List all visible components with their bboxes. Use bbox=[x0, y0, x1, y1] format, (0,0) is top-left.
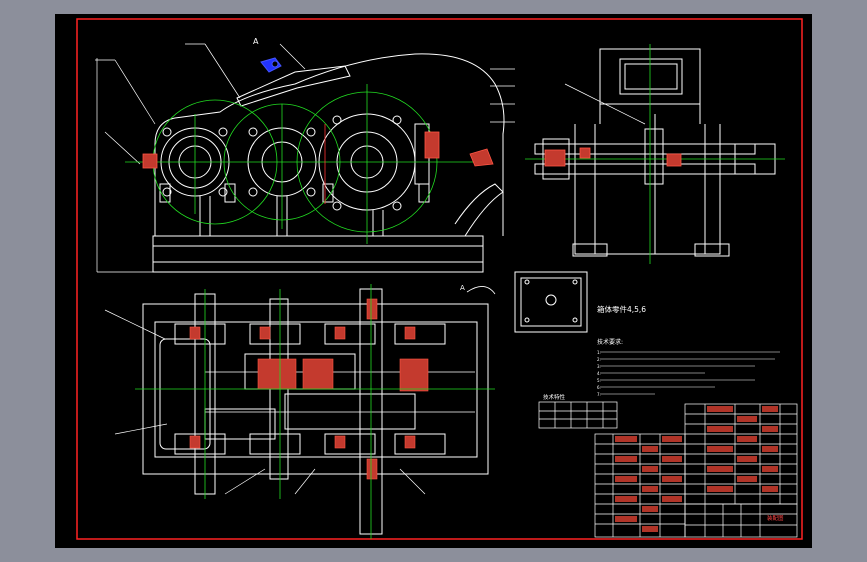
inspection-cover bbox=[236, 65, 351, 107]
parts-list-highlights bbox=[615, 406, 778, 532]
spec-table: 技术特性 bbox=[538, 393, 618, 429]
front-sections bbox=[142, 124, 494, 204]
parts-list bbox=[594, 403, 798, 538]
plan-centerlines bbox=[135, 284, 495, 539]
note-line: 5. bbox=[597, 378, 601, 383]
callout-a-label: A bbox=[253, 37, 259, 46]
side-sections bbox=[544, 147, 682, 167]
note-line: 3. bbox=[597, 364, 601, 369]
callout-part-a bbox=[260, 57, 282, 73]
note-line: 1. bbox=[597, 350, 601, 355]
note-line: 2. bbox=[597, 357, 601, 362]
drawing-canvas: A bbox=[76, 18, 803, 540]
plan-view bbox=[104, 288, 489, 535]
title-block bbox=[684, 503, 798, 538]
housing-parts-label: 箱体零件4,5,6 bbox=[597, 304, 646, 314]
side-view bbox=[534, 48, 776, 257]
note-line: 4. bbox=[597, 371, 601, 376]
view-marker-label: A bbox=[460, 284, 465, 292]
view-arrow bbox=[466, 286, 496, 295]
front-view bbox=[95, 43, 515, 273]
front-base bbox=[152, 235, 484, 273]
drawing-sheet[interactable]: A bbox=[55, 14, 812, 548]
sheet-frame bbox=[76, 18, 803, 540]
front-housing bbox=[154, 53, 505, 236]
technical-notes: 技术要求: 1. 2. 3. 4. 5. 6. 7. bbox=[597, 338, 780, 397]
note-line: 7. bbox=[597, 392, 601, 397]
plan-sections bbox=[189, 298, 429, 480]
title-stamp: 装配图 bbox=[767, 514, 784, 522]
notes-title: 技术要求: bbox=[597, 338, 623, 346]
spec-table-title: 技术特性 bbox=[543, 393, 566, 401]
detail-plate bbox=[514, 271, 588, 333]
side-centerlines bbox=[525, 44, 785, 264]
note-line: 6. bbox=[597, 385, 601, 390]
